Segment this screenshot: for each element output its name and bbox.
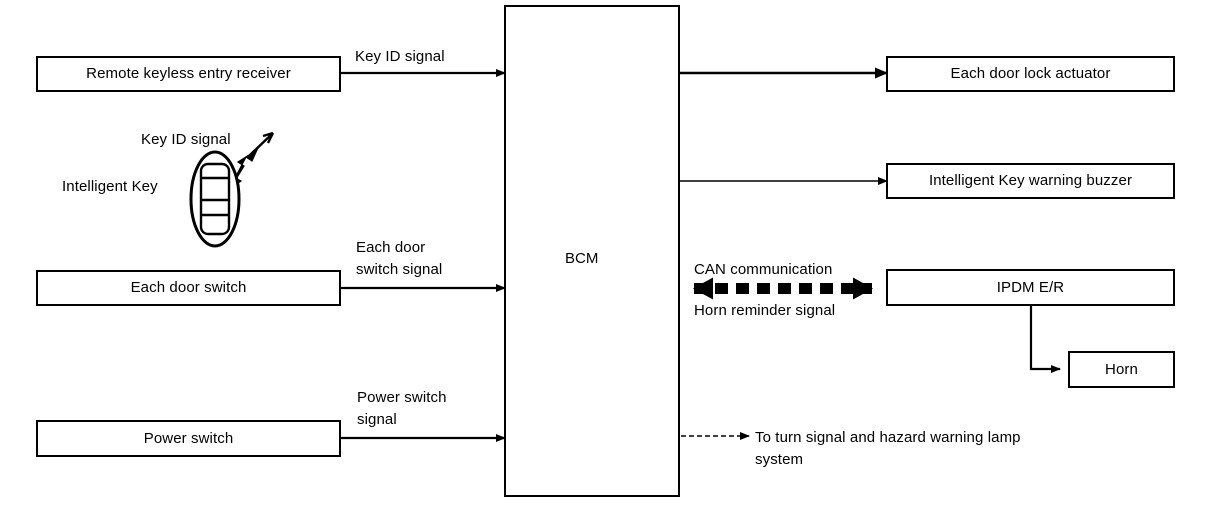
label-line-2: system [755,450,804,468]
label-key-id-signal-receiver: Key ID signal [355,48,445,65]
label-intelligent-key: Intelligent Key [62,178,158,195]
label-line-1: Each door [356,239,426,256]
node-each-door-switch[interactable]: Each door switch [36,270,341,306]
node-label: Horn [1105,360,1138,378]
node-label: IPDM E/R [996,278,1065,296]
label-power-switch-signal: Power switch signal [357,387,447,431]
label-horn-reminder-signal: Horn reminder signal [694,302,836,319]
intelligent-key-fob-icon [188,148,252,250]
node-each-door-lock-actuator[interactable]: Each door lock actuator [886,56,1175,92]
node-ipdm-er[interactable]: IPDM E/R [886,269,1175,306]
label-line-1: Power switch [357,389,447,406]
label-line-2: switch signal [356,260,443,278]
node-label: Power switch [143,429,234,447]
node-power-switch[interactable]: Power switch [36,420,341,457]
node-label: Each door lock actuator [950,65,1111,83]
node-label: Remote keyless entry receiver [86,65,291,83]
node-intelligent-key-warning-buzzer[interactable]: Intelligent Key warning buzzer [886,163,1175,199]
label-line-1: To turn signal and hazard warning lamp [755,429,1021,446]
node-label: Intelligent Key warning buzzer [928,172,1133,190]
label-line-2: signal [357,410,397,428]
node-horn[interactable]: Horn [1068,351,1175,388]
connector-ipdm-to-horn [1029,306,1061,373]
node-bcm[interactable] [504,5,680,497]
node-bcm-label: BCM [565,250,599,267]
node-label: Each door switch [130,279,247,297]
wireless-signal-bolt-tip-icon [249,131,275,156]
node-remote-keyless-entry-receiver[interactable]: Remote keyless entry receiver [36,56,341,92]
label-to-turn-signal-system: To turn signal and hazard warning lamp s… [755,427,1021,471]
label-each-door-switch-signal: Each door switch signal [356,237,442,281]
label-key-id-signal-wireless: Key ID signal [141,131,231,148]
label-can-communication: CAN communication [694,261,833,278]
